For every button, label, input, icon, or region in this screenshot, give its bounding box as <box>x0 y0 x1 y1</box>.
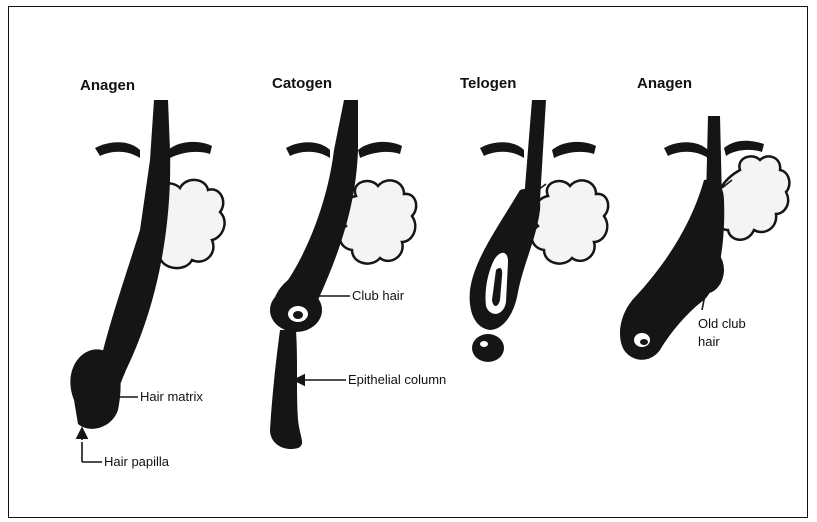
stage-title-anagen-new: Anagen <box>637 75 692 92</box>
callout-epithelial-column-label: Epithelial column <box>348 372 446 387</box>
hair-follicle <box>273 100 358 322</box>
stage-title-anagen: Anagen <box>80 77 135 94</box>
callout-old-club-hair-label-2: hair <box>698 334 720 349</box>
secondary-germ <box>472 334 504 362</box>
hair-bulb <box>70 349 120 428</box>
callout-hair-matrix: Hair matrix <box>116 389 203 404</box>
callout-old-club-hair-label-1: Old club <box>698 316 746 331</box>
sebaceous-gland <box>717 156 789 239</box>
stage-title-telogen: Telogen <box>460 75 516 92</box>
callout-hair-papilla-label: Hair papilla <box>104 454 170 469</box>
follicle-catogen <box>270 100 416 449</box>
callout-club-hair: Club hair <box>318 288 405 303</box>
follicle-anagen <box>70 100 224 429</box>
callout-hair-matrix-label: Hair matrix <box>140 389 203 404</box>
stage-title-catogen: Catogen <box>272 75 332 92</box>
callout-club-hair-label: Club hair <box>352 288 405 303</box>
callout-epithelial-column: Epithelial column <box>294 372 446 387</box>
epithelial-column <box>270 330 302 449</box>
callout-hair-papilla: Hair papilla <box>82 428 170 469</box>
old-club-hair <box>684 246 724 294</box>
hair-shaft <box>524 100 546 200</box>
follicle-telogen <box>470 100 609 362</box>
sebaceous-gland <box>532 180 608 263</box>
